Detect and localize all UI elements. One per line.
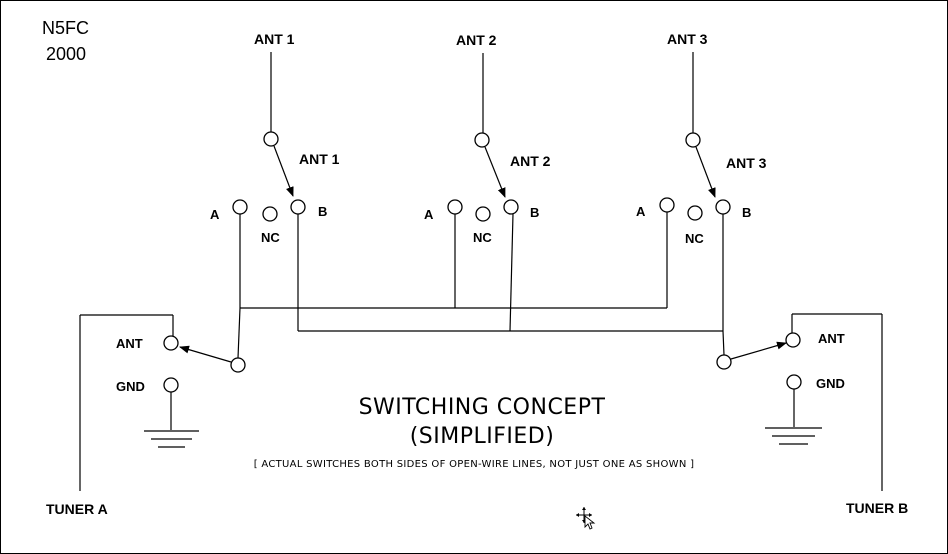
switch-2-arm-label: ANT 2 <box>510 153 551 169</box>
antenna-switch-2: ANT 2 ANT 2 A B NC <box>424 32 551 245</box>
ground-symbol-icon <box>144 430 199 448</box>
switch-3-nc-label: NC <box>685 231 704 246</box>
switch-3-terminal-a <box>659 197 675 213</box>
credit-year: 2000 <box>46 44 86 64</box>
tuner-b-block: ANT GND TUNER B <box>716 313 908 516</box>
switch-2-terminal-b <box>503 199 519 215</box>
antenna-switch-1: ANT 1 ANT 1 A B NC <box>210 31 340 245</box>
tuner-a-selector-terminal <box>230 357 246 373</box>
switch-1-a-label: A <box>210 207 220 222</box>
tuner-b-ant-terminal <box>785 332 801 348</box>
tuner-b-gnd-terminal <box>786 374 802 390</box>
move-cursor-icon <box>576 507 596 530</box>
switch-1-terminal-a <box>232 199 248 215</box>
tuner-a-ant-terminal <box>163 335 179 351</box>
switch-3-b-label: B <box>742 205 751 220</box>
switch-1-b-label: B <box>318 204 327 219</box>
tuner-b-selector-terminal <box>716 354 732 370</box>
switch-3-terminal-nc <box>687 205 703 221</box>
antenna-3-label: ANT 3 <box>667 31 708 47</box>
tuner-b-label: TUNER B <box>846 500 908 516</box>
switch-1-terminal-b <box>290 199 306 215</box>
tuner-a-gnd-label: GND <box>116 379 145 394</box>
diagram-subtitle: (SIMPLIFIED) <box>410 424 555 449</box>
switch-2-nc-label: NC <box>473 230 492 245</box>
tuner-b-gnd-label: GND <box>816 376 845 391</box>
switch-3-arm-label: ANT 3 <box>726 155 767 171</box>
switch-3-terminal-b <box>715 199 731 215</box>
diagram-title: SWITCHING CONCEPT <box>359 395 606 420</box>
antenna-3-common-terminal <box>685 132 701 148</box>
switch-2-a-label: A <box>424 207 434 222</box>
tuner-a-gnd-terminal <box>163 377 179 393</box>
switch-2-terminal-nc <box>475 206 491 222</box>
switch-2-terminal-a <box>447 199 463 215</box>
credit-callsign: N5FC <box>42 18 89 38</box>
antenna-1-common-terminal <box>263 131 279 147</box>
antenna-2-common-terminal <box>474 132 490 148</box>
switch-1-terminal-nc <box>262 206 278 222</box>
tuner-a-block: ANT GND TUNER A <box>46 314 246 517</box>
switch-1-arm-label: ANT 1 <box>299 151 340 167</box>
antenna-switch-3: ANT 3 ANT 3 A B NC <box>636 31 767 246</box>
antenna-2-label: ANT 2 <box>456 32 497 48</box>
switch-3-a-label: A <box>636 204 646 219</box>
bus-b-wiring <box>297 213 725 356</box>
switch-1-nc-label: NC <box>261 230 280 245</box>
antenna-1-label: ANT 1 <box>254 31 295 47</box>
ground-symbol-icon <box>765 427 822 445</box>
tuner-a-label: TUNER A <box>46 501 108 517</box>
tuner-b-ant-label: ANT <box>818 331 845 346</box>
bus-a-wiring <box>237 212 668 359</box>
diagram-note: [ ACTUAL SWITCHES BOTH SIDES OF OPEN-WIR… <box>254 459 695 470</box>
tuner-a-ant-label: ANT <box>116 336 143 351</box>
switch-2-b-label: B <box>530 205 539 220</box>
